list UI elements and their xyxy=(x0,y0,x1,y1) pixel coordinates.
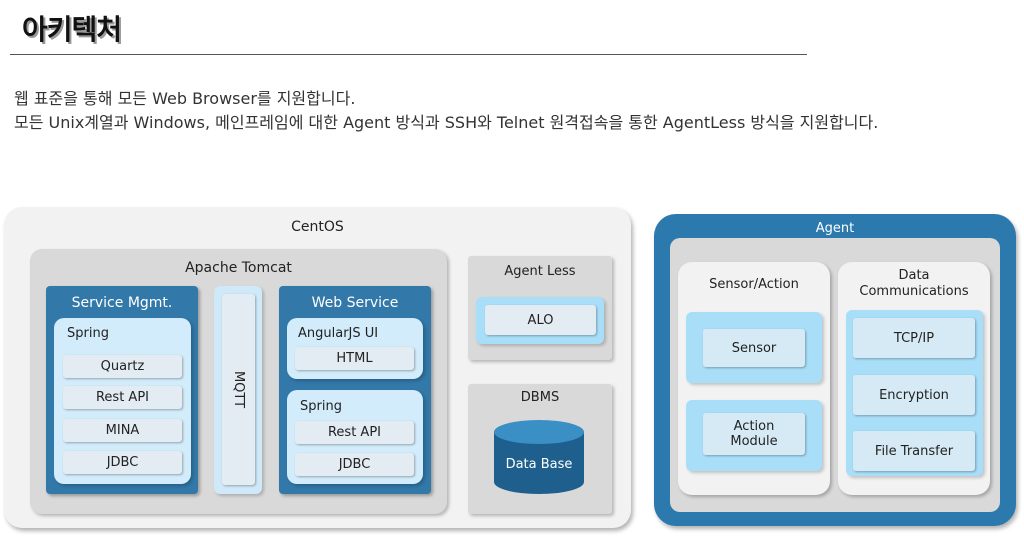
sensor-action-label: Sensor/Action xyxy=(709,277,799,292)
web-spring-label: Spring xyxy=(300,399,342,414)
tomcat-label: Apache Tomcat xyxy=(185,260,292,276)
mqtt-bar: MQTT xyxy=(222,294,255,485)
mqtt-label: MQTT xyxy=(231,370,247,409)
description-line-1: 웹 표준을 통해 모든 Web Browser를 지원합니다. xyxy=(14,89,356,108)
action-module-item: Action Module xyxy=(703,413,805,455)
tcpip-item: TCP/IP xyxy=(853,318,975,358)
file-transfer-item: File Transfer xyxy=(853,431,975,471)
sensor-item: Sensor xyxy=(703,329,805,367)
jdbc-item: JDBC xyxy=(63,451,182,474)
data-comm-label: Data Communications xyxy=(859,268,969,299)
encryption-item: Encryption xyxy=(853,375,975,415)
database-label: Data Base xyxy=(505,457,573,472)
service-mgmt-label: Service Mgmt. xyxy=(71,295,173,311)
description-line-2: 모든 Unix계열과 Windows, 메인프레임에 대한 Agent 방식과 … xyxy=(14,113,879,132)
service-spring-label: Spring xyxy=(67,326,109,341)
agent-label: Agent xyxy=(815,221,855,236)
web-rest-api-item: Rest API xyxy=(295,421,414,444)
angular-label: AngularJS UI xyxy=(298,326,379,341)
agent-less-label: Agent Less xyxy=(504,264,576,279)
web-service-label: Web Service xyxy=(311,295,399,311)
centos-label: CentOS xyxy=(291,219,344,235)
rest-api-item: Rest API xyxy=(63,386,182,409)
web-jdbc-item: JDBC xyxy=(295,453,414,476)
html-item: HTML xyxy=(295,347,414,370)
database-icon xyxy=(494,420,584,494)
mina-item: MINA xyxy=(63,419,182,442)
dbms-label: DBMS xyxy=(520,390,560,405)
alo-item: ALO xyxy=(485,305,596,335)
quartz-item: Quartz xyxy=(63,355,182,378)
title-divider xyxy=(10,54,807,55)
page-title: 아키텍처 xyxy=(22,13,122,46)
